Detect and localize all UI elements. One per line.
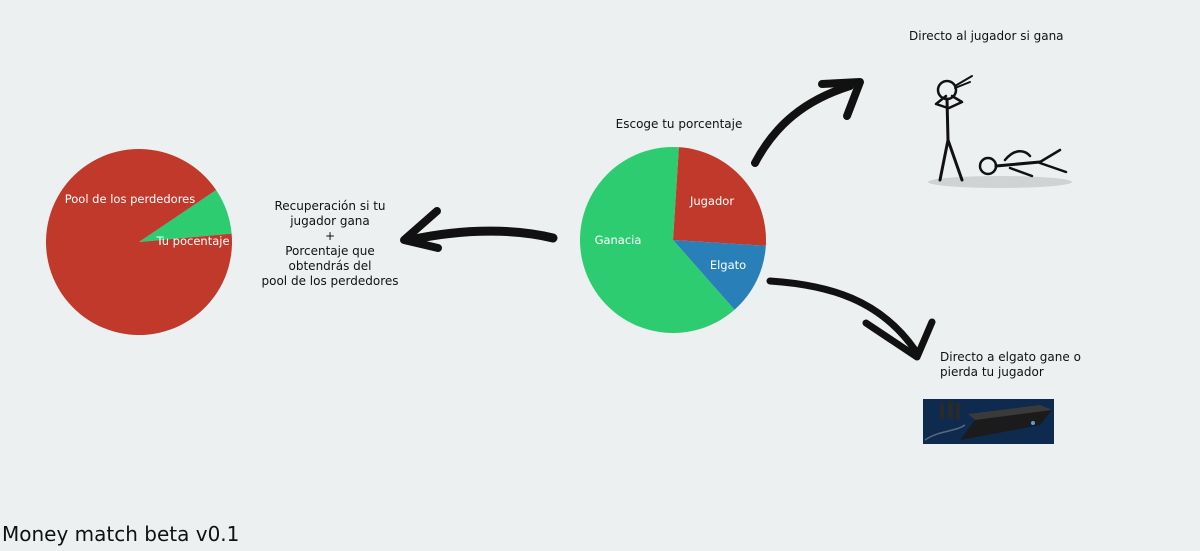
recovery-caption: Recuperación si tu jugador gana + Porcen… [250, 199, 410, 289]
arrow-to-recovery [400, 207, 558, 252]
arrow-to-elgato [766, 277, 936, 361]
recovery-caption-line: Porcentaje que [285, 244, 375, 258]
choose-pie-slice-label: Ganacia [595, 233, 642, 247]
loser-pie-slice-label: Tu pocentaje [155, 234, 229, 248]
recovery-caption-line: pool de los perdedores [261, 274, 399, 288]
recovery-caption-line: + [324, 229, 336, 243]
choose-pie-slice-ganacia [579, 147, 735, 333]
recovery-caption-line: jugador gana [290, 214, 370, 228]
recovery-caption-line: obtendrás del [288, 259, 372, 273]
recovery-caption-line: Recuperación si tu [274, 199, 386, 213]
loser-pie-slice-pool-de-los-perdedores [46, 149, 233, 335]
elgato-direct-caption-line: Directo a elgato gane o [940, 350, 1081, 364]
loser-pie-slice-label: Pool de los perdedores [65, 192, 196, 206]
elgato-direct-caption: Directo a elgato gane o pierda tu jugado… [940, 350, 1081, 380]
player-direct-caption: Directo al jugador si gana [909, 29, 1064, 43]
elgato-device-image [923, 399, 1054, 444]
losers-pool-pie: Tu pocentaje Pool de los perdedores [46, 149, 233, 335]
choose-pie-title: Escoge tu porcentaje [616, 117, 743, 131]
elgato-direct-caption-line: pierda tu jugador [940, 365, 1044, 379]
arrow-to-player [751, 78, 864, 167]
choose-pie-slice-elgato [673, 240, 766, 310]
stick-figure-illustration [928, 75, 1072, 188]
loser-pie-slice-tu-pocentaje [139, 189, 232, 242]
choose-pie-slice-label: Jugador [689, 194, 734, 208]
choose-pie-slice-label: Elgato [710, 258, 746, 272]
app-title: Money match beta v0.1 [2, 522, 240, 546]
choose-pie-slice-jugador [673, 147, 766, 246]
